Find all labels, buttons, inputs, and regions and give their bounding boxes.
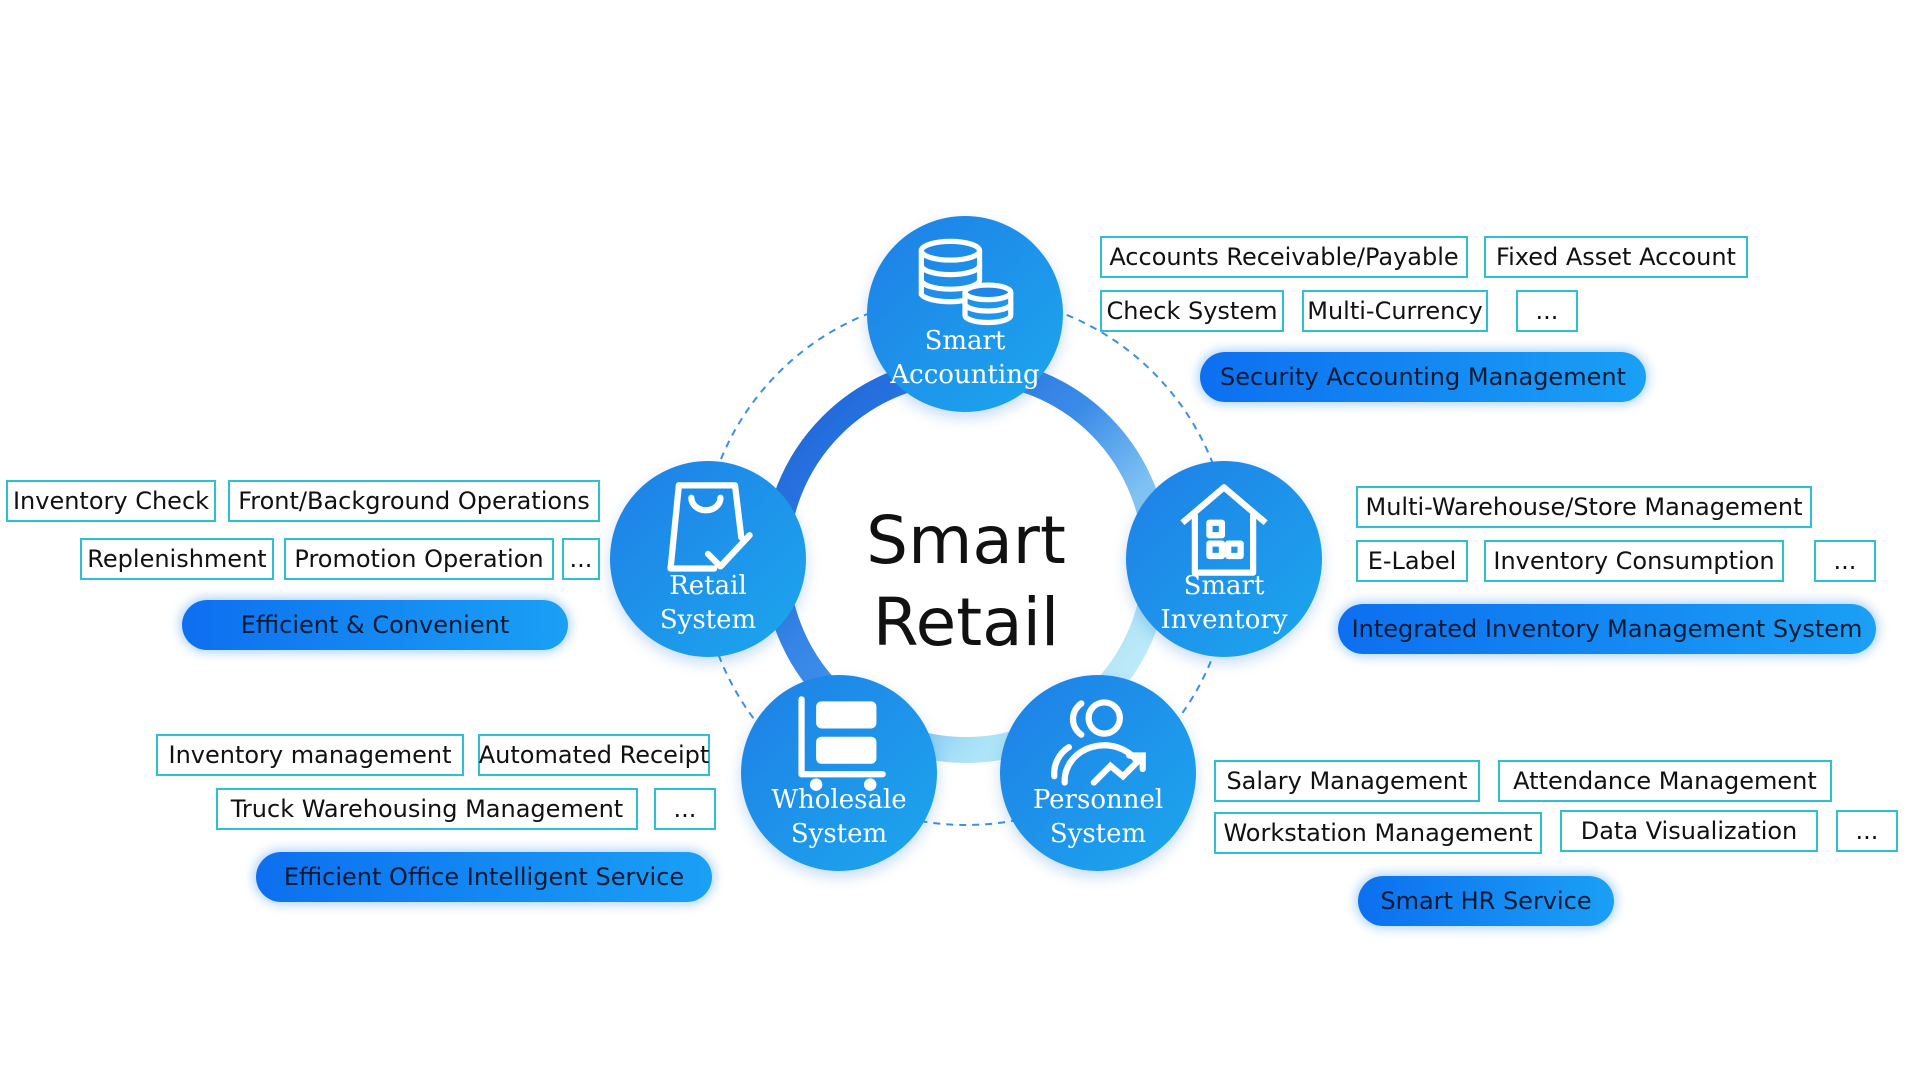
center-title-line1: Smart xyxy=(866,502,1066,579)
smart-inventory-label: Smart Inventory xyxy=(1160,571,1288,635)
smart-accounting-label: Smart Accounting xyxy=(890,326,1040,390)
tag-e-label: E-Label xyxy=(1356,540,1468,582)
smart-accounting-node[interactable]: Smart Accounting xyxy=(867,216,1063,412)
tag-truck-warehousing-management: Truck Warehousing Management xyxy=(216,788,638,830)
retail-system-node[interactable]: Retail System xyxy=(610,461,806,657)
tag-inventory-consumption: Inventory Consumption xyxy=(1484,540,1784,582)
tag-replenishment: Replenishment xyxy=(80,538,274,580)
tag-attendance-management: Attendance Management xyxy=(1498,760,1832,802)
highlight-integrated-inventory-management-system: Integrated Inventory Management System xyxy=(1338,604,1876,654)
wholesale-system-node[interactable]: Wholesale System xyxy=(741,675,937,871)
tag-wholesale-more: ... xyxy=(654,788,716,830)
shelf-cart-icon xyxy=(741,689,937,797)
highlight-security-accounting-management: Security Accounting Management xyxy=(1200,352,1646,402)
tag-retail-more: ... xyxy=(562,538,600,580)
shopping-bag-check-icon xyxy=(610,475,806,583)
highlight-efficient-and-convenient: Efficient & Convenient xyxy=(182,600,568,650)
highlight-smart-hr-service: Smart HR Service xyxy=(1358,876,1614,926)
tag-fixed-asset-account: Fixed Asset Account xyxy=(1484,236,1748,278)
people-trend-icon xyxy=(1000,689,1196,797)
smart-inventory-node[interactable]: Smart Inventory xyxy=(1126,461,1322,657)
tag-accounts-receivable-payable: Accounts Receivable/Payable xyxy=(1100,236,1468,278)
tag-multi-warehouse-store-management: Multi-Warehouse/Store Management xyxy=(1356,486,1812,528)
retail-system-label: Retail System xyxy=(659,571,757,635)
warehouse-house-icon xyxy=(1126,475,1322,583)
tag-salary-management: Salary Management xyxy=(1214,760,1480,802)
tag-front-background-operations: Front/Background Operations xyxy=(228,480,600,522)
center-title: Smart Retail xyxy=(846,500,1086,664)
tag-data-visualization: Data Visualization xyxy=(1560,810,1818,852)
wholesale-system-label: Wholesale System xyxy=(771,785,907,849)
tag-inventory-check: Inventory Check xyxy=(6,480,216,522)
tag-inventory-management: Inventory management xyxy=(156,734,464,776)
tag-automated-receipt: Automated Receipt xyxy=(478,734,710,776)
center-title-line2: Retail xyxy=(872,584,1060,661)
tag-check-system: Check System xyxy=(1100,290,1284,332)
tag-workstation-management: Workstation Management xyxy=(1214,812,1542,854)
personnel-system-label: Personnel System xyxy=(1032,785,1164,849)
tag-multi-currency: Multi-Currency xyxy=(1302,290,1488,332)
database-coins-icon xyxy=(867,230,1063,338)
tag-accounting-more: ... xyxy=(1516,290,1578,332)
tag-personnel-more: ... xyxy=(1836,810,1898,852)
highlight-efficient-office-intelligent-service: Efficient Office Intelligent Service xyxy=(256,852,712,902)
tag-promotion-operation: Promotion Operation xyxy=(284,538,554,580)
tag-inventory-more: ... xyxy=(1814,540,1876,582)
personnel-system-node[interactable]: Personnel System xyxy=(1000,675,1196,871)
